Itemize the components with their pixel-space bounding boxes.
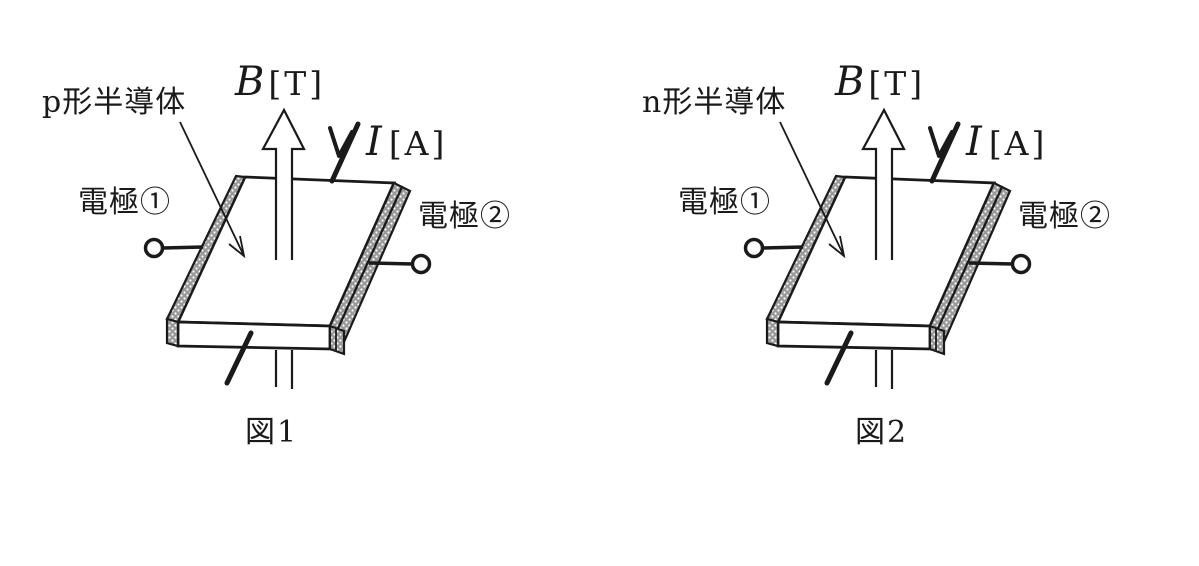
fig2-current-variable: I bbox=[966, 119, 982, 165]
fig2-electrode1-label: 電極① bbox=[678, 185, 771, 220]
fig2-semiconductor-type-label: n形半導体 bbox=[642, 85, 787, 120]
fig2-current-unit: [A] bbox=[988, 124, 1048, 163]
fig1-electrode1-label: 電極① bbox=[78, 185, 171, 220]
fig1-current-unit: [A] bbox=[388, 124, 448, 163]
fig2-magnetic-field-label: B [T] bbox=[835, 62, 925, 102]
fig2-field-unit: [T] bbox=[868, 64, 926, 103]
fig1-current-label: I [A] bbox=[366, 122, 447, 162]
fig2-current-label: I [A] bbox=[966, 122, 1047, 162]
fig1-caption: 図1 bbox=[245, 415, 299, 450]
fig1-semiconductor-type-label: p形半導体 bbox=[42, 85, 187, 120]
fig2-field-variable: B bbox=[835, 59, 865, 105]
fig1-magnetic-field-label: B [T] bbox=[235, 62, 325, 102]
fig1-current-variable: I bbox=[366, 119, 382, 165]
fig1-field-unit: [T] bbox=[268, 64, 326, 103]
fig1-field-variable: B bbox=[235, 59, 265, 105]
fig2-electrode2-label: 電極② bbox=[1018, 199, 1111, 234]
fig2-caption: 図2 bbox=[855, 415, 909, 450]
fig1-electrode2-label: 電極② bbox=[418, 199, 511, 234]
